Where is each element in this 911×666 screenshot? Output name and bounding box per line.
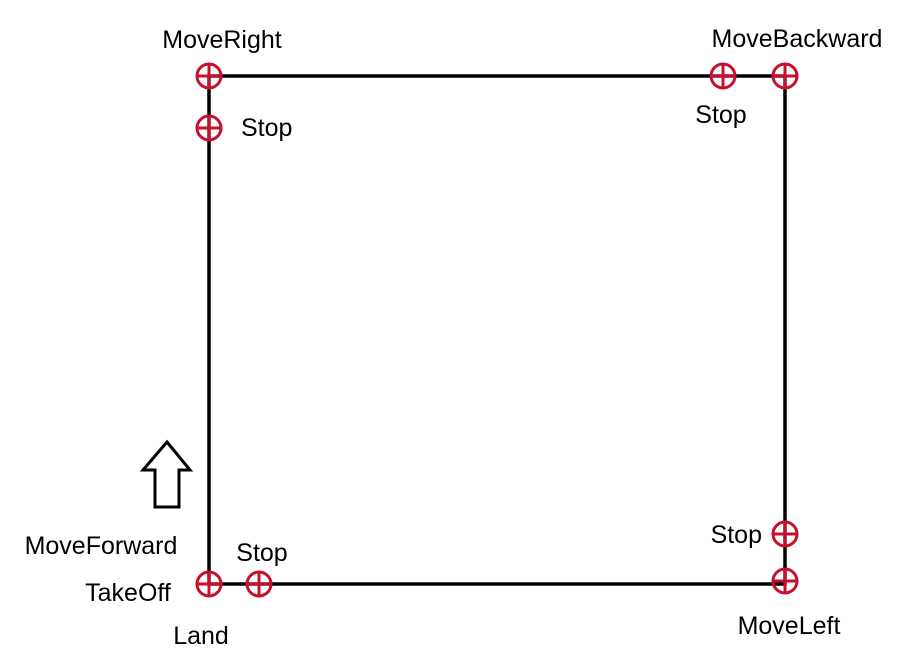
- label-stop-bottom-left: Stop: [236, 539, 287, 567]
- waypoint-move-left: [771, 567, 799, 595]
- flight-path: [207, 74, 787, 586]
- label-move-forward: MoveForward: [25, 532, 178, 560]
- label-stop-bottom-right: Stop: [711, 521, 762, 549]
- label-move-right: MoveRight: [162, 26, 282, 54]
- waypoint-markers: [195, 62, 799, 598]
- waypoint-takeoff-land: [195, 570, 223, 598]
- waypoint-stop-top-left: [195, 114, 223, 142]
- label-stop-top-right: Stop: [695, 101, 746, 129]
- label-move-left: MoveLeft: [738, 612, 841, 640]
- waypoint-move-backward: [771, 62, 799, 90]
- label-land: Land: [173, 622, 229, 650]
- waypoint-move-right: [195, 62, 223, 90]
- waypoint-stop-bottom-right: [771, 520, 799, 548]
- label-stop-top-left: Stop: [241, 114, 292, 142]
- label-take-off: TakeOff: [85, 579, 171, 607]
- label-move-backward: MoveBackward: [712, 25, 883, 53]
- up-arrow-icon: [139, 439, 194, 509]
- waypoint-stop-bottom-left: [245, 570, 273, 598]
- waypoint-stop-top-right: [709, 62, 737, 90]
